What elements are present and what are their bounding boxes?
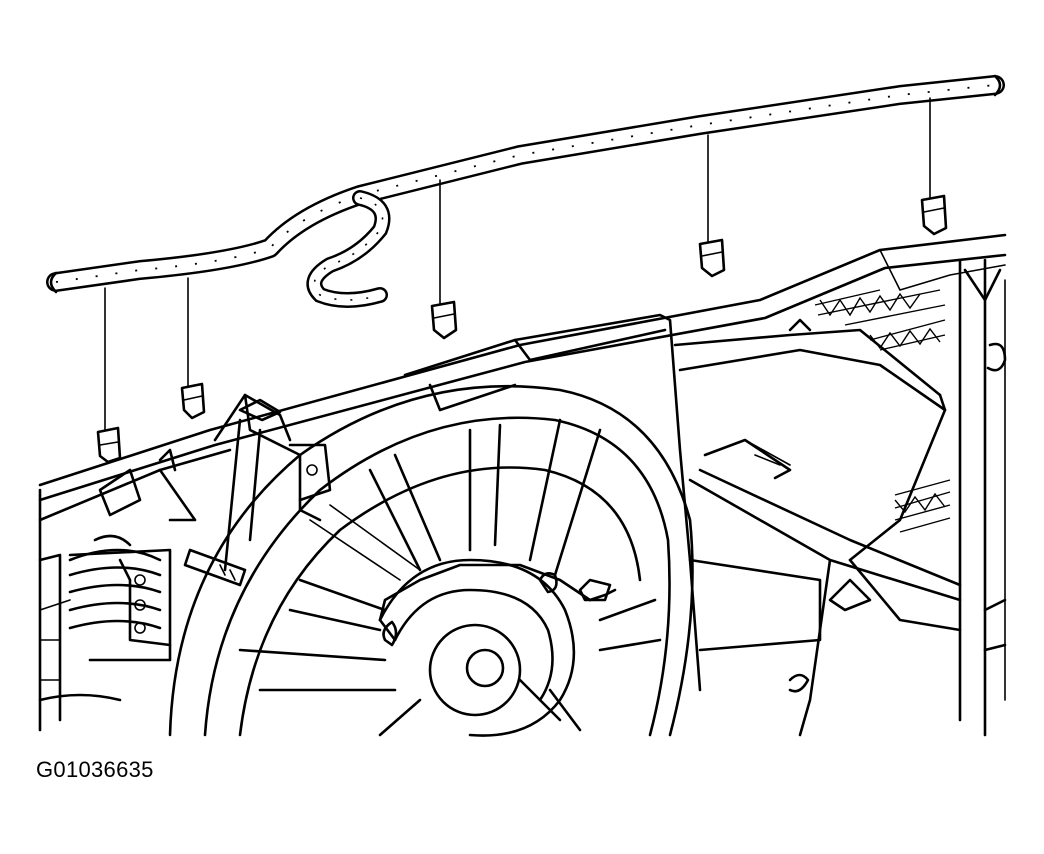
wiring-harness (46, 74, 1005, 308)
left-mount (38, 468, 197, 732)
fan-hub (378, 558, 617, 737)
rail-tabs (158, 318, 812, 472)
harness-clip-5 (920, 194, 948, 236)
radiator-fins-upper (814, 289, 946, 351)
figure-id-label: G01036635 (36, 757, 154, 782)
harness-clip-2 (180, 382, 206, 420)
harness-clip-4 (698, 238, 726, 278)
harness-clip-3 (430, 300, 458, 340)
radiator-fins-lower (894, 479, 951, 533)
fan-shroud (403, 313, 962, 737)
fan-ring (168, 384, 694, 737)
fan-blades (238, 418, 662, 737)
radiator-support-rail (38, 233, 1007, 522)
harness-clip-1 (96, 426, 122, 464)
radiator-frame-right (958, 258, 1007, 737)
harness-drop-lines (104, 97, 931, 431)
left-bracket (183, 393, 332, 587)
